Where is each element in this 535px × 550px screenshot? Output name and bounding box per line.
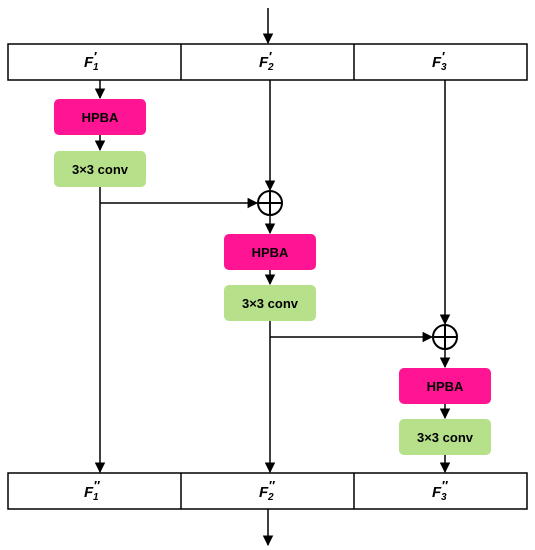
bottom-cell-f2-main: F — [259, 484, 269, 501]
hpba-block-1-label: HPBA — [82, 110, 119, 125]
bottom-cell-f3-prime: ″ — [442, 478, 448, 493]
connections — [94, 8, 451, 547]
conv-block-2-label: 3×3 conv — [242, 296, 299, 311]
bottom-cell-f3-sub: 3 — [441, 492, 447, 503]
adder-1 — [257, 190, 283, 216]
bottom-cell-f3: F ″ 3 — [432, 478, 448, 503]
top-cell-f2: F ′ 2 — [259, 49, 274, 73]
top-cell-f1-main: F — [84, 54, 94, 71]
hpba-block-2-label: HPBA — [252, 245, 289, 260]
conv-block-3 — [399, 419, 491, 455]
branch1-blocks: HPBA 3×3 conv — [54, 99, 146, 187]
top-row-frame — [7, 43, 528, 81]
bottom-cell-f2: F ″ 2 — [259, 478, 275, 503]
hpba-block-2 — [224, 234, 316, 270]
bottom-cell-f1: F ″ 1 — [84, 478, 100, 503]
top-cell-f1: F ′ 1 — [84, 49, 99, 73]
bottom-cell-f1-prime: ″ — [94, 478, 100, 493]
branch3-blocks: HPBA 3×3 conv — [399, 368, 491, 455]
top-cell-f3: F ′ 3 — [432, 49, 447, 73]
top-feature-row: F ′ 1 F ′ 2 F ′ 3 — [7, 43, 528, 81]
top-cell-f2-prime: ′ — [269, 49, 272, 64]
top-cell-f3-main: F — [432, 54, 442, 71]
conv-block-2 — [224, 285, 316, 321]
bottom-cell-f1-main: F — [84, 484, 94, 501]
top-cell-f2-sub: 2 — [267, 62, 274, 73]
conv-block-3-label: 3×3 conv — [417, 430, 474, 445]
conv-block-1-label: 3×3 conv — [72, 162, 129, 177]
hpba-block-3 — [399, 368, 491, 404]
top-cell-f1-prime: ′ — [94, 49, 97, 64]
bottom-cell-f2-sub: 2 — [267, 492, 274, 503]
hpba-block-1 — [54, 99, 146, 135]
top-cell-f3-prime: ′ — [442, 49, 445, 64]
top-cell-f2-main: F — [259, 54, 269, 71]
branch2-blocks: HPBA 3×3 conv — [224, 234, 316, 321]
bottom-feature-row: F ″ 1 F ″ 2 F ″ 3 — [7, 472, 528, 510]
hpba-block-3-label: HPBA — [427, 379, 464, 394]
bottom-cell-f1-sub: 1 — [93, 492, 99, 503]
top-cell-f3-sub: 3 — [441, 62, 447, 73]
bottom-cell-f2-prime: ″ — [269, 478, 275, 493]
top-cell-f1-sub: 1 — [93, 62, 99, 73]
adder-2 — [432, 324, 458, 350]
conv-block-1 — [54, 151, 146, 187]
bottom-cell-f3-main: F — [432, 484, 442, 501]
